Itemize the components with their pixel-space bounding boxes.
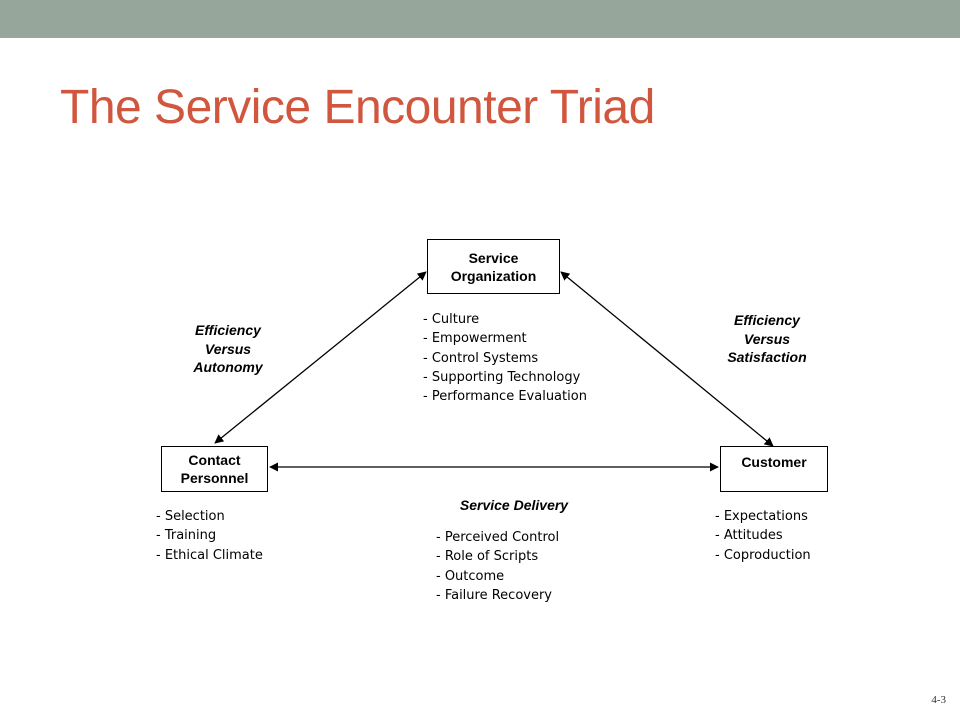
customer-box: Customer	[720, 446, 828, 492]
list-item: - Failure Recovery	[436, 587, 553, 603]
list-item: - Culture	[423, 312, 480, 327]
list-item: - Empowerment	[423, 331, 527, 347]
service-delivery-factors-list: - Perceived Control - Role of Scripts - …	[436, 528, 559, 605]
arrow-personnel-organization	[214, 271, 427, 444]
page-number: 4-3	[931, 694, 946, 706]
customer-label: Customer	[741, 454, 807, 470]
edge-label-bottom: Service Delivery	[434, 496, 594, 515]
list-item: - Role of Scripts	[436, 549, 539, 565]
edge-label-left-line1: Efficiency	[195, 322, 261, 338]
edge-label-left-line2: Versus	[204, 340, 252, 357]
list-item: - Supporting Technology	[423, 369, 581, 385]
contact-personnel-line1: Contact	[188, 452, 241, 468]
contact-personnel-line2: Personnel	[180, 470, 249, 486]
edge-label-left: Efficiency Versus Autonomy	[178, 321, 278, 377]
contact-personnel-box: Contact Personnel	[161, 446, 268, 492]
personnel-factors-list: - Selection - Training - Ethical Climate	[156, 507, 263, 565]
slide-title: The Service Encounter Triad	[60, 81, 655, 134]
service-organization-line2: Organization	[450, 267, 537, 284]
edge-label-right-line2: Versus	[743, 330, 791, 347]
list-item: - Expectations	[715, 509, 808, 524]
customer-factors-list: - Expectations - Attitudes - Coproductio…	[715, 507, 811, 565]
service-organization-line1: Service	[468, 249, 519, 266]
list-item: - Coproduction	[715, 547, 811, 563]
edge-label-right: Efficiency Versus Satisfaction	[712, 311, 822, 367]
service-organization-box: Service Organization	[427, 239, 560, 294]
top-bar	[0, 0, 960, 38]
list-item: - Attitudes	[715, 528, 783, 544]
list-item: - Training	[156, 528, 217, 544]
list-item: - Outcome	[436, 568, 505, 584]
list-item: - Control Systems	[423, 350, 539, 366]
list-item: - Ethical Climate	[156, 547, 263, 563]
edge-label-left-line3: Autonomy	[193, 359, 263, 375]
edge-label-bottom-line1: Service Delivery	[459, 497, 569, 513]
edge-label-right-line3: Satisfaction	[727, 349, 807, 365]
list-item: - Selection	[156, 509, 225, 524]
organization-factors-list: - Culture - Empowerment - Control System…	[423, 310, 587, 406]
edge-label-right-line1: Efficiency	[734, 312, 800, 328]
list-item: - Performance Evaluation	[423, 389, 587, 405]
list-item: - Perceived Control	[436, 530, 560, 545]
arrow-organization-customer	[560, 271, 774, 447]
